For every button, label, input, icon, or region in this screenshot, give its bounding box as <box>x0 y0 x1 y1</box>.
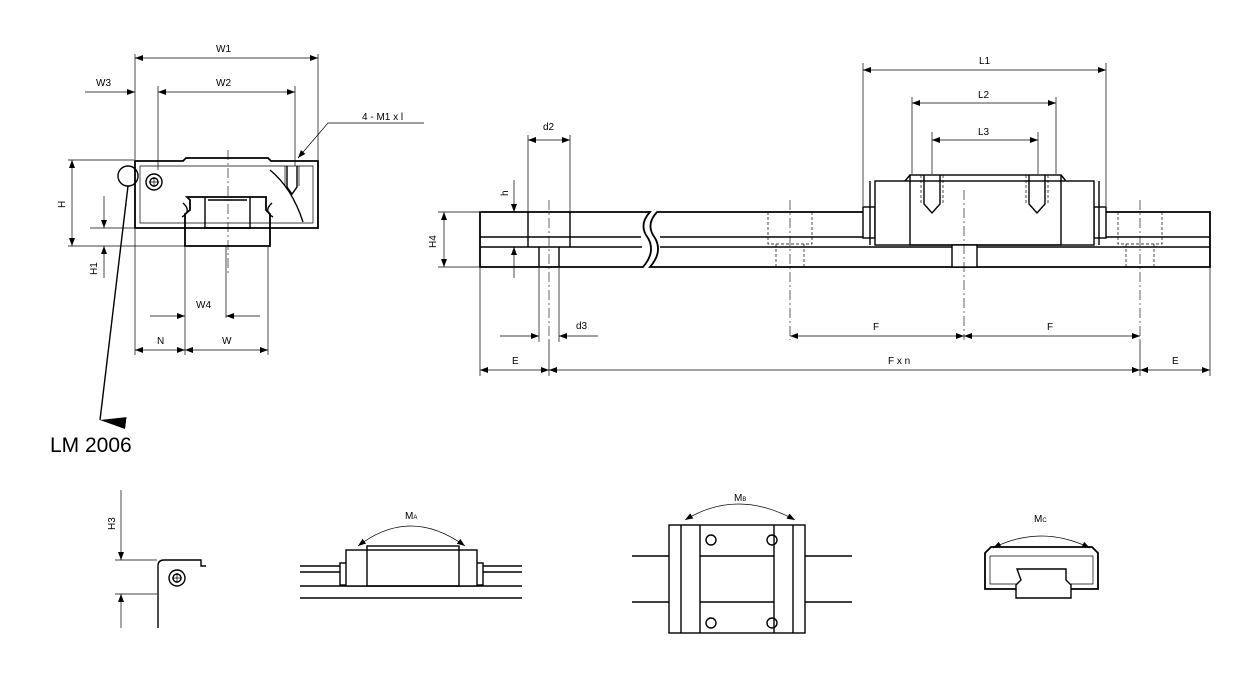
label-d3: d3 <box>576 321 588 332</box>
label-w4: W4 <box>196 300 211 311</box>
label-f-left: F <box>873 322 879 333</box>
label-w1: W1 <box>216 44 231 55</box>
h3-detail <box>115 490 206 628</box>
label-mc: MC <box>1034 514 1047 525</box>
front-view <box>68 54 424 430</box>
moment-mc-view <box>984 535 1099 599</box>
label-l2: L2 <box>978 90 990 101</box>
label-e-right: E <box>1172 356 1179 367</box>
label-l1: L1 <box>979 56 991 67</box>
label-w3: W3 <box>96 78 111 89</box>
label-h-small: h <box>500 190 511 196</box>
label-h1: H1 <box>89 262 100 275</box>
label-w2: W2 <box>216 78 231 89</box>
label-fxn: F x n <box>888 356 910 367</box>
model-label: LM 2006 <box>50 434 132 457</box>
label-h: H <box>57 201 68 208</box>
label-w: W <box>222 336 232 347</box>
label-n: N <box>157 336 164 347</box>
label-f-right: F <box>1047 322 1053 333</box>
label-e-left: E <box>512 356 519 367</box>
label-h3: H3 <box>107 517 118 530</box>
label-thread: 4 - M1 x l <box>362 112 403 123</box>
label-ma: MA <box>405 511 417 522</box>
label-mb: MB <box>734 493 746 504</box>
label-d2: d2 <box>543 122 555 133</box>
moment-mb-view <box>632 503 852 634</box>
label-h4: H4 <box>428 235 439 248</box>
label-l3: L3 <box>978 127 990 138</box>
moment-ma-view <box>300 525 522 599</box>
side-view <box>438 63 1211 376</box>
